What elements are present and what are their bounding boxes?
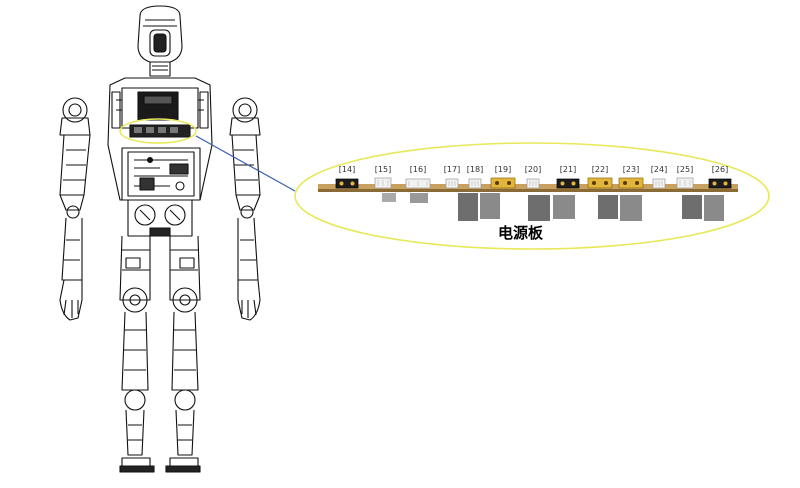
power-board-caption: 电源板 (498, 224, 544, 242)
connector-20 (526, 178, 540, 189)
connector-body (490, 177, 516, 189)
port-label: [23] (623, 165, 639, 174)
connector-pin (635, 181, 639, 185)
connector-24 (652, 178, 666, 189)
callout-ellipse (294, 142, 770, 250)
connector-25 (676, 177, 694, 189)
connector-16 (405, 178, 431, 189)
port-label: [17] (444, 165, 460, 174)
robot-left-leg (119, 235, 155, 473)
connector-pin (623, 181, 627, 185)
port-label: [25] (677, 165, 693, 174)
connector-pin (712, 181, 717, 186)
connector-15 (374, 177, 392, 189)
port-label: [16] (410, 165, 426, 174)
robot-right-arm (229, 97, 261, 321)
connector-body (587, 177, 613, 189)
connector-14 (335, 178, 359, 189)
port-label: [26] (712, 165, 728, 174)
connector-body (708, 178, 732, 189)
connector-row (335, 177, 732, 189)
humanoid-robot-drawing (59, 5, 261, 473)
connector-17 (445, 178, 459, 189)
connector-pin (339, 181, 344, 186)
connector-18 (468, 178, 482, 189)
port-label: [21] (560, 165, 576, 174)
torso-highlight-ellipse (119, 118, 197, 144)
connector-pin (723, 181, 728, 186)
connector-pin (571, 181, 576, 186)
connector-body (556, 178, 580, 189)
port-label: [20] (525, 165, 541, 174)
connector-pin (350, 181, 355, 186)
robot-pelvis (127, 199, 193, 237)
port-label: [14] (339, 165, 355, 174)
connector-19 (490, 177, 516, 189)
connector-pin (592, 181, 596, 185)
power-board (318, 177, 738, 221)
robot-head (137, 5, 183, 77)
robot-right-leg (165, 235, 201, 473)
capacitor-group (382, 193, 724, 221)
port-label: [19] (495, 165, 511, 174)
connector-body (335, 178, 359, 189)
robot-left-arm (59, 97, 91, 321)
port-label: [22] (592, 165, 608, 174)
leader-line (195, 135, 296, 192)
connector-22 (587, 177, 613, 189)
port-label: [24] (651, 165, 667, 174)
connector-pin (495, 181, 499, 185)
connector-pin (604, 181, 608, 185)
robot-torso (107, 77, 213, 201)
connector-23 (618, 177, 644, 189)
connector-body (618, 177, 644, 189)
connector-26 (708, 178, 732, 189)
port-label: [18] (467, 165, 483, 174)
connector-pin (507, 181, 511, 185)
connector-pin (560, 181, 565, 186)
port-label: [15] (375, 165, 391, 174)
port-label-row: [14] [15] [16] [17] [18] [19] [20] [21] [22] [23]… (339, 165, 728, 174)
connector-21 (556, 178, 580, 189)
